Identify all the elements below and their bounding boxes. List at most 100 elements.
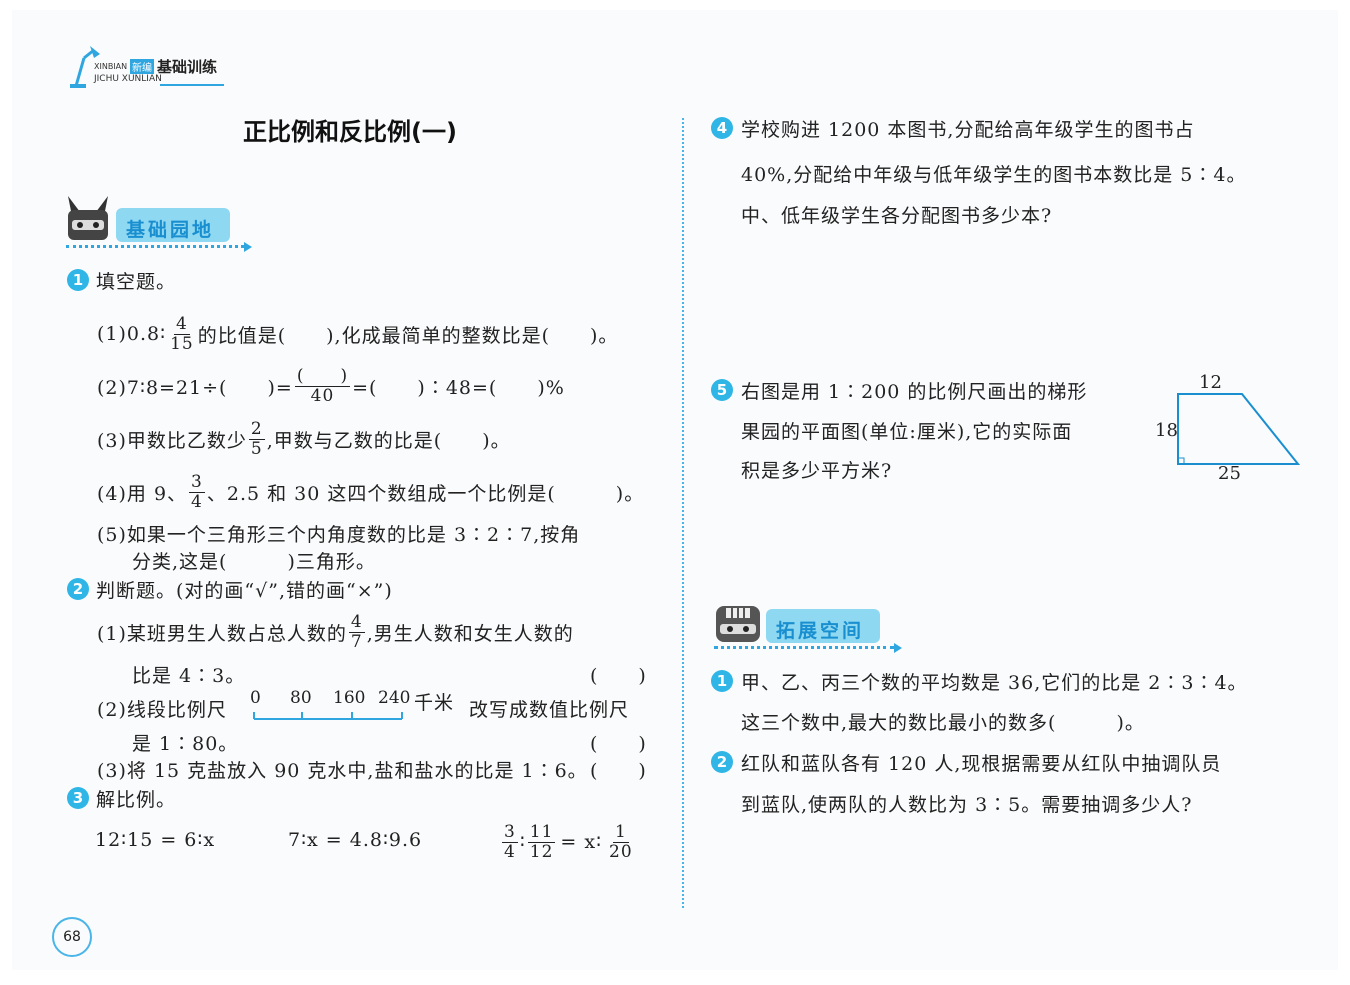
lamp-icon	[70, 46, 100, 88]
section-label-extension: 拓展空间	[776, 620, 865, 642]
trapezoid-bottom-label: 25	[1218, 463, 1241, 484]
q2-item-3: (3)将 15 克盐放入 90 克水中,盐和盐水的比是 1∶6。	[97, 760, 588, 782]
q4-line-1: 学校购进 1200 本图书,分配给高年级学生的图书占	[741, 119, 1195, 141]
q1-item-5-line-1: (5)如果一个三角形三个内角度数的比是 3∶2∶7,按角	[97, 524, 581, 546]
q1-item-1-text: (1)0.8∶	[97, 323, 167, 345]
denominator: 15	[170, 333, 194, 354]
q2-item-2-text: (2)线段比例尺	[97, 699, 227, 721]
q2-item-2-line-2: 是 1∶80。	[132, 733, 239, 755]
divider-arrow-icon	[894, 643, 902, 653]
fraction: ( )40	[294, 365, 351, 406]
denominator: 5	[250, 438, 263, 459]
question-badge: 1	[711, 670, 733, 692]
denominator: 4	[504, 841, 516, 862]
scale-bar	[253, 712, 403, 720]
equation-middle: = x∶	[560, 831, 603, 853]
scale-unit: 千米	[414, 692, 455, 714]
section-divider	[714, 646, 894, 649]
denominator: 20	[609, 841, 633, 862]
q2-item-1-text-2: ,男生人数和女生人数的	[366, 622, 574, 645]
question-badge: 5	[711, 379, 733, 401]
denominator: 7	[350, 631, 363, 652]
trapezoid-shape	[1177, 393, 1301, 465]
logo-top-text: XINBIAN	[94, 62, 128, 71]
q2-item-1-line-2: 比是 4∶3。	[132, 665, 246, 687]
q1-item-3-text: (3)甲数比乙数少	[97, 429, 247, 452]
proportion-equation-1: 12∶15 = 6∶x	[95, 829, 216, 851]
numerator: 11	[527, 821, 556, 843]
q2-item-1-text: (1)某班男生人数占总人数的	[97, 622, 347, 645]
q2-item-2-text-2: 改写成数值比例尺	[469, 699, 630, 721]
question-title: 判断题。(对的画“√”,错的画“×”)	[96, 580, 393, 602]
numerator: ( )	[294, 365, 351, 387]
q5-line-2: 果园的平面图(单位:厘米),它的实际面	[741, 421, 1073, 443]
scale-tick-label: 240	[378, 688, 411, 708]
divider-arrow-icon	[244, 242, 252, 252]
q5-line-3: 积是多少平方米?	[741, 460, 893, 482]
answer-parens[interactable]: ( )	[590, 760, 647, 782]
numerator: 4	[348, 611, 365, 633]
q4-line-2: 40%,分配给中年级与低年级学生的图书本数比是 5∶4。	[741, 164, 1247, 186]
trapezoid-height-label: 18	[1155, 420, 1178, 441]
q1-item-4-text-2: 、2.5 和 30 这四个数组成一个比例是( )。	[206, 482, 645, 505]
q1-item-5-line-2: 分类,这是( )三角形。	[132, 551, 376, 573]
e2-line-2: 到蓝队,使两队的人数比为 3∶5。需要抽调多少人?	[741, 794, 1193, 816]
section-label-basic: 基础园地	[126, 219, 215, 241]
q1-item-4-text: (4)用 9、	[97, 482, 188, 505]
logo-main-text: 基础训练	[157, 58, 218, 76]
numerator: 1	[612, 821, 629, 843]
scale-tick-label: 160	[333, 688, 366, 708]
question-badge: 4	[711, 117, 733, 139]
question-badge: 1	[67, 269, 89, 291]
numerator: 4	[173, 313, 190, 335]
workbook-page	[12, 10, 1338, 970]
denominator: 4	[191, 491, 203, 512]
q5-line-1: 右图是用 1∶200 的比例尺画出的梯形	[741, 381, 1088, 403]
denominator: 12	[529, 841, 554, 862]
trapezoid-top-label: 12	[1199, 372, 1222, 393]
q1-item-2-text-2: =( )∶48=( )%	[352, 376, 565, 399]
question-badge: 2	[711, 751, 733, 773]
logo-underline	[160, 84, 224, 86]
question-title: 填空题。	[96, 271, 177, 293]
section-label-box	[766, 609, 880, 643]
logo-bottom-text: JICHU XUNLIAN	[94, 74, 162, 84]
answer-parens[interactable]: ( )	[590, 733, 647, 755]
section-divider	[66, 245, 244, 248]
denominator: 40	[310, 385, 335, 406]
answer-parens[interactable]: ( )	[590, 665, 647, 687]
q1-item-2: (2)7∶8=21÷( )= ( )40 =( )∶48=( )%	[97, 364, 565, 408]
column-divider	[682, 118, 684, 908]
page-number: 68	[52, 917, 92, 957]
ratio-colon: ∶	[519, 831, 526, 853]
e1-line-2: 这三个数中,最大的数比最小的数多( )。	[741, 712, 1145, 734]
scale-tick-label: 80	[290, 688, 312, 708]
question-title: 解比例。	[96, 789, 177, 811]
q1-item-2-text: (2)7∶8=21÷( )=	[97, 376, 293, 399]
e2-line-1: 红队和蓝队各有 120 人,现根据需要从红队中抽调队员	[741, 753, 1222, 775]
scale-tick-label: 0	[250, 688, 261, 708]
numerator: 3	[502, 821, 518, 843]
proportion-equation-2: 7∶x = 4.8∶9.6	[288, 829, 423, 851]
mascot-icon	[716, 606, 760, 642]
mascot-icon	[68, 196, 108, 240]
series-logo: XINBIAN 新编 基础训练 JICHU XUNLIAN	[70, 44, 230, 90]
numerator: 3	[189, 471, 205, 493]
logo-badge: 新编	[130, 59, 154, 74]
numerator: 2	[248, 418, 265, 440]
page-title: 正比例和反比例(一)	[243, 118, 457, 146]
q4-line-3: 中、低年级学生各分配图书多少本?	[741, 205, 1053, 227]
question-badge: 2	[67, 578, 89, 600]
